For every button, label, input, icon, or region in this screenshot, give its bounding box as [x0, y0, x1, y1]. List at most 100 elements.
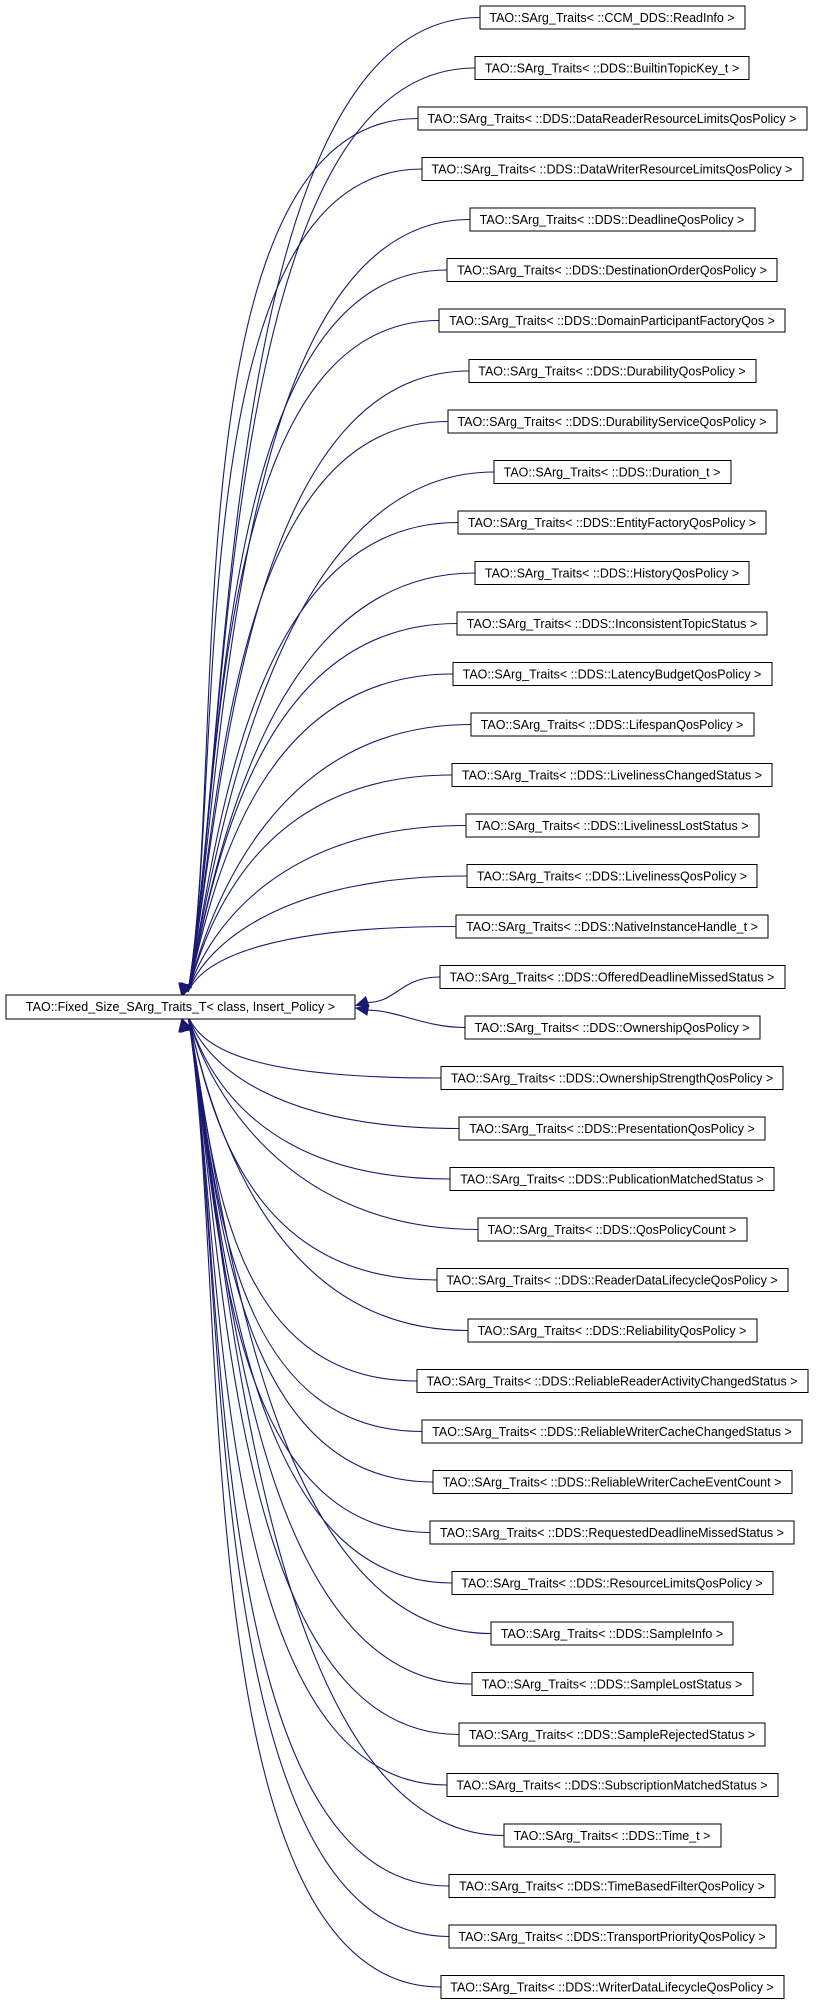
derived-class-node-latencybudgetqospolicy[interactable]: TAO::SArg_Traits< ::DDS::LatencyBudgetQo…: [452, 662, 773, 686]
derived-class-node-datawriterresourcelimitsqospolicy[interactable]: TAO::SArg_Traits< ::DDS::DataWriterResou…: [421, 157, 804, 181]
derived-class-label: TAO::SArg_Traits< ::DDS::LivelinessQosPo…: [477, 870, 747, 884]
derived-class-box: [468, 359, 757, 383]
derived-class-box: [440, 1066, 784, 1090]
derived-class-node-ownershipqospolicy[interactable]: TAO::SArg_Traits< ::DDS::OwnershipQosPol…: [464, 1015, 761, 1040]
derived-class-label: TAO::SArg_Traits< ::DDS::DataReaderResou…: [428, 112, 797, 126]
derived-class-node-presentationqospolicy[interactable]: TAO::SArg_Traits< ::DDS::PresentationQos…: [458, 1116, 766, 1141]
derived-class-node-entityfactoryqospolicy[interactable]: TAO::SArg_Traits< ::DDS::EntityFactoryQo…: [457, 510, 767, 535]
derived-class-node-deadlineqospolicy[interactable]: TAO::SArg_Traits< ::DDS::DeadlineQosPoli…: [469, 207, 756, 232]
inheritance-edge-writerdatalifecycleqospolicy: [187, 1015, 442, 1988]
derived-class-node-offereddeadlinemissedstatus[interactable]: TAO::SArg_Traits< ::DDS::OfferedDeadline…: [439, 965, 786, 989]
derived-class-label: TAO::SArg_Traits< ::DDS::DomainParticipa…: [449, 314, 775, 328]
derived-class-box: [503, 1823, 722, 1848]
derived-class-label: TAO::SArg_Traits< ::DDS::OfferedDeadline…: [450, 971, 775, 985]
derived-class-node-livelinesschangedstatus[interactable]: TAO::SArg_Traits< ::DDS::LivelinessChang…: [451, 763, 773, 787]
derived-class-box: [474, 56, 750, 80]
derived-class-node-transportpriorityqospolicy[interactable]: TAO::SArg_Traits< ::DDS::TransportPriori…: [448, 1924, 777, 1949]
inheritance-arrowhead-offereddeadlinemissedstatus: [354, 995, 370, 1007]
derived-class-box: [421, 1419, 803, 1444]
derived-class-label: TAO::SArg_Traits< ::DDS::LifespanQosPoli…: [481, 718, 744, 732]
derived-class-node-reliablewritercachechangedstatus[interactable]: TAO::SArg_Traits< ::DDS::ReliableWriterC…: [421, 1419, 803, 1444]
inheritance-edge-ownershipqospolicy: [366, 1009, 466, 1029]
derived-class-node-resourcelimitsqospolicy[interactable]: TAO::SArg_Traits< ::DDS::ResourceLimitsQ…: [451, 1571, 774, 1595]
derived-class-node-time-t[interactable]: TAO::SArg_Traits< ::DDS::Time_t >: [503, 1823, 722, 1848]
inheritance-edge-timebasedfilterqospolicy: [187, 1015, 450, 1887]
derived-class-box: [416, 1369, 809, 1393]
derived-class-node-lifespanqospolicy[interactable]: TAO::SArg_Traits< ::DDS::LifespanQosPoli…: [470, 712, 755, 737]
inheritance-edge-entityfactoryqospolicy: [187, 521, 459, 993]
derived-class-node-sampleloststatus[interactable]: TAO::SArg_Traits< ::DDS::SampleLostStatu…: [471, 1672, 754, 1696]
derived-class-node-samplerejectedstatus[interactable]: TAO::SArg_Traits< ::DDS::SampleRejectedS…: [458, 1722, 766, 1747]
inheritance-edge-reliablewritercachechangedstatus: [187, 1015, 423, 1433]
base-class-label: TAO::Fixed_Size_SArg_Traits_T< class, In…: [26, 1000, 335, 1014]
derived-class-label: TAO::SArg_Traits< ::DDS::ReliableWriterC…: [443, 1476, 782, 1490]
derived-class-node-livelinessloststatus[interactable]: TAO::SArg_Traits< ::DDS::LivelinessLostS…: [465, 813, 760, 838]
derived-class-label: TAO::SArg_Traits< ::DDS::RequestedDeadli…: [440, 1526, 784, 1540]
derived-class-box: [440, 1975, 785, 1999]
derived-class-node-destinationorderqospolicy[interactable]: TAO::SArg_Traits< ::DDS::DestinationOrde…: [446, 258, 778, 282]
derived-class-label: TAO::SArg_Traits< ::DDS::SampleLostStatu…: [482, 1678, 743, 1692]
derived-class-node-reliablereaderactivitychangedstatus[interactable]: TAO::SArg_Traits< ::DDS::ReliableReaderA…: [416, 1369, 809, 1393]
inheritance-edge-qospolicycount: [187, 1015, 479, 1231]
derived-class-node-duration-t[interactable]: TAO::SArg_Traits< ::DDS::Duration_t >: [493, 460, 732, 484]
derived-class-box: [465, 813, 760, 838]
derived-class-node-reliabilityqospolicy[interactable]: TAO::SArg_Traits< ::DDS::ReliabilityQosP…: [467, 1318, 758, 1343]
derived-class-box: [448, 1874, 776, 1898]
inheritance-arrowhead-writerdatalifecycleqospolicy: [178, 1017, 190, 1033]
derived-class-node-timebasedfilterqospolicy[interactable]: TAO::SArg_Traits< ::DDS::TimeBasedFilter…: [448, 1874, 776, 1898]
derived-class-label: TAO::SArg_Traits< ::DDS::ReliableReaderA…: [427, 1375, 798, 1389]
derived-class-label: TAO::SArg_Traits< ::DDS::HistoryQosPolic…: [485, 567, 739, 581]
derived-class-box: [451, 1571, 774, 1595]
derived-class-box: [439, 965, 786, 989]
derived-class-node-builtintopickey-t[interactable]: TAO::SArg_Traits< ::DDS::BuiltinTopicKey…: [474, 56, 750, 80]
derived-class-node-historyqospolicy[interactable]: TAO::SArg_Traits< ::DDS::HistoryQosPolic…: [474, 561, 750, 585]
derived-class-node-inconsistenttopicstatus[interactable]: TAO::SArg_Traits< ::DDS::InconsistentTop…: [456, 611, 768, 636]
derived-class-node-domainparticipantfactoryqos[interactable]: TAO::SArg_Traits< ::DDS::DomainParticipa…: [438, 308, 786, 333]
derived-class-label: TAO::SArg_Traits< ::DDS::NativeInstanceH…: [466, 920, 758, 934]
derived-class-label: TAO::SArg_Traits< ::DDS::TimeBasedFilter…: [459, 1880, 765, 1894]
derived-class-node-datareaderresourcelimitsqospolicy[interactable]: TAO::SArg_Traits< ::DDS::DataReaderResou…: [417, 106, 808, 131]
inheritance-edge-latencybudgetqospolicy: [187, 673, 454, 993]
derived-class-node-readinfo[interactable]: TAO::SArg_Traits< ::CCM_DDS::ReadInfo >: [479, 5, 746, 30]
derived-class-label: TAO::SArg_Traits< ::DDS::ResourceLimitsQ…: [461, 1577, 762, 1591]
derived-class-box: [456, 611, 768, 636]
derived-class-node-livelinessqospolicy[interactable]: TAO::SArg_Traits< ::DDS::LivelinessQosPo…: [466, 864, 758, 888]
derived-class-box: [477, 1217, 748, 1242]
derived-class-label: TAO::SArg_Traits< ::DDS::WriterDataLifec…: [450, 1981, 773, 1995]
inheritance-edge-datawriterresourcelimitsqospolicy: [187, 168, 423, 993]
derived-class-label: TAO::SArg_Traits< ::DDS::EntityFactoryQo…: [468, 516, 756, 530]
derived-class-label: TAO::SArg_Traits< ::DDS::InconsistentTop…: [467, 617, 757, 631]
derived-class-node-requesteddeadlinemissedstatus[interactable]: TAO::SArg_Traits< ::DDS::RequestedDeadli…: [429, 1520, 795, 1545]
derived-class-box: [469, 207, 756, 232]
derived-class-node-writerdatalifecycleqospolicy[interactable]: TAO::SArg_Traits< ::DDS::WriterDataLifec…: [440, 1975, 785, 1999]
derived-class-node-publicationmatchedstatus[interactable]: TAO::SArg_Traits< ::DDS::PublicationMatc…: [449, 1167, 775, 1191]
derived-class-label: TAO::SArg_Traits< ::DDS::Duration_t >: [504, 466, 721, 480]
derived-class-label: TAO::SArg_Traits< ::DDS::ReliabilityQosP…: [478, 1324, 747, 1338]
inheritance-edge-samplerejectedstatus: [187, 1015, 460, 1736]
derived-class-node-readerdatalifecycleqospolicy[interactable]: TAO::SArg_Traits< ::DDS::ReaderDataLifec…: [436, 1268, 789, 1292]
derived-class-label: TAO::SArg_Traits< ::DDS::DeadlineQosPoli…: [480, 213, 745, 227]
base-class-node[interactable]: TAO::Fixed_Size_SArg_Traits_T< class, In…: [5, 994, 356, 1020]
derived-class-node-qospolicycount[interactable]: TAO::SArg_Traits< ::DDS::QosPolicyCount …: [477, 1217, 748, 1242]
derived-class-box: [446, 258, 778, 282]
derived-class-box: [447, 409, 778, 434]
inheritance-arrowhead-nativeinstancehandle-t: [181, 982, 193, 998]
inheritance-edge-sampleinfo: [187, 1015, 492, 1635]
derived-class-node-durabilityqospolicy[interactable]: TAO::SArg_Traits< ::DDS::DurabilityQosPo…: [468, 359, 757, 383]
derived-class-node-subscriptionmatchedstatus[interactable]: TAO::SArg_Traits< ::DDS::SubscriptionMat…: [446, 1773, 779, 1797]
derived-class-label: TAO::SArg_Traits< ::DDS::Time_t >: [514, 1829, 711, 1843]
derived-class-box: [464, 1015, 761, 1040]
derived-class-label: TAO::SArg_Traits< ::DDS::LatencyBudgetQo…: [463, 668, 762, 682]
inheritance-edge-duration-t: [187, 471, 495, 993]
inheritance-edges: [187, 16, 505, 1988]
derived-class-nodes: TAO::SArg_Traits< ::CCM_DDS::ReadInfo >T…: [416, 5, 809, 1999]
derived-class-node-nativeinstancehandle-t[interactable]: TAO::SArg_Traits< ::DDS::NativeInstanceH…: [455, 914, 769, 939]
derived-class-label: TAO::SArg_Traits< ::DDS::DataWriterResou…: [432, 163, 793, 177]
derived-class-node-ownershipstrengthqospolicy[interactable]: TAO::SArg_Traits< ::DDS::OwnershipStreng…: [440, 1066, 784, 1090]
derived-class-node-sampleinfo[interactable]: TAO::SArg_Traits< ::DDS::SampleInfo >: [490, 1621, 734, 1646]
derived-class-label: TAO::SArg_Traits< ::DDS::PresentationQos…: [469, 1122, 755, 1136]
derived-class-node-reliablewritercacheeventcount[interactable]: TAO::SArg_Traits< ::DDS::ReliableWriterC…: [432, 1470, 793, 1494]
derived-class-box: [448, 1924, 777, 1949]
derived-class-box: [451, 763, 773, 787]
derived-class-node-durabilityserviceqospolicy[interactable]: TAO::SArg_Traits< ::DDS::DurabilityServi…: [447, 409, 778, 434]
